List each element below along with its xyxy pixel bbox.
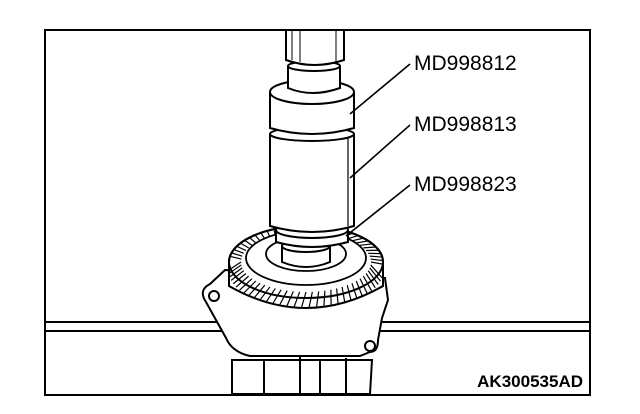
- gear-tooth: [228, 264, 242, 274]
- gear-tooth: [359, 243, 373, 246]
- gear-tooth: [351, 283, 358, 300]
- gear-tooth: [232, 273, 247, 285]
- gear-tooth: [235, 275, 250, 288]
- gear-tooth: [370, 264, 383, 279]
- gear-tooth: [293, 291, 301, 308]
- gear-tooth: [341, 286, 346, 304]
- gear-tooth: [370, 261, 383, 265]
- gear-tooth: [367, 270, 379, 285]
- gear-tooth: [249, 237, 257, 244]
- gear-tooth: [239, 278, 253, 291]
- gear-tooth: [230, 270, 245, 281]
- gear-tooth: [370, 258, 384, 262]
- gear-tooth: [240, 242, 249, 249]
- gear-tooth: [359, 278, 368, 295]
- callout-label-md998823: MD998823: [414, 173, 517, 196]
- gear-tooth: [300, 291, 307, 309]
- callout-label-md998813: MD998813: [414, 113, 517, 136]
- gear-tooth: [247, 282, 261, 297]
- gear-tooth: [369, 267, 381, 282]
- gear-tooth: [351, 237, 364, 242]
- gear-tooth: [231, 252, 243, 257]
- figure-code: AK300535AD: [477, 372, 583, 391]
- gear-tooth: [365, 273, 376, 289]
- gear-tooth: [285, 291, 294, 308]
- gear-tooth: [243, 280, 257, 294]
- leader-line-1: [349, 63, 411, 115]
- special-tool-md998813: [269, 126, 355, 233]
- gear-tooth: [363, 246, 377, 249]
- gear-tooth: [236, 245, 247, 252]
- callout-leaders: [345, 63, 411, 237]
- leader-line-3: [345, 184, 411, 237]
- gear-tooth: [265, 288, 276, 304]
- gear-tooth: [254, 234, 261, 242]
- gear-tooth: [253, 284, 266, 299]
- callout-label-md998812: MD998812: [414, 52, 517, 75]
- gear-tooth: [308, 291, 313, 309]
- gear-tooth: [346, 285, 352, 302]
- gear-tooth: [229, 267, 243, 278]
- gear-tooth: [355, 280, 364, 297]
- leader-line-2: [349, 124, 411, 179]
- gear-tooth: [315, 291, 320, 308]
- gear-tooth: [278, 290, 288, 307]
- gear-tooth: [356, 240, 369, 244]
- gear-tooth: [244, 239, 253, 246]
- gear-tooth: [229, 255, 242, 260]
- gear-tooth: [362, 275, 373, 292]
- gear-tooth: [258, 286, 271, 302]
- gear-tooth: [271, 289, 282, 305]
- gear-tooth: [323, 290, 326, 308]
- gear-tooth: [228, 261, 242, 271]
- gear-tooth: [233, 248, 245, 254]
- gear-tooth: [336, 288, 339, 305]
- gear-tooth: [369, 255, 383, 258]
- special-tool-md998812: [269, 31, 355, 135]
